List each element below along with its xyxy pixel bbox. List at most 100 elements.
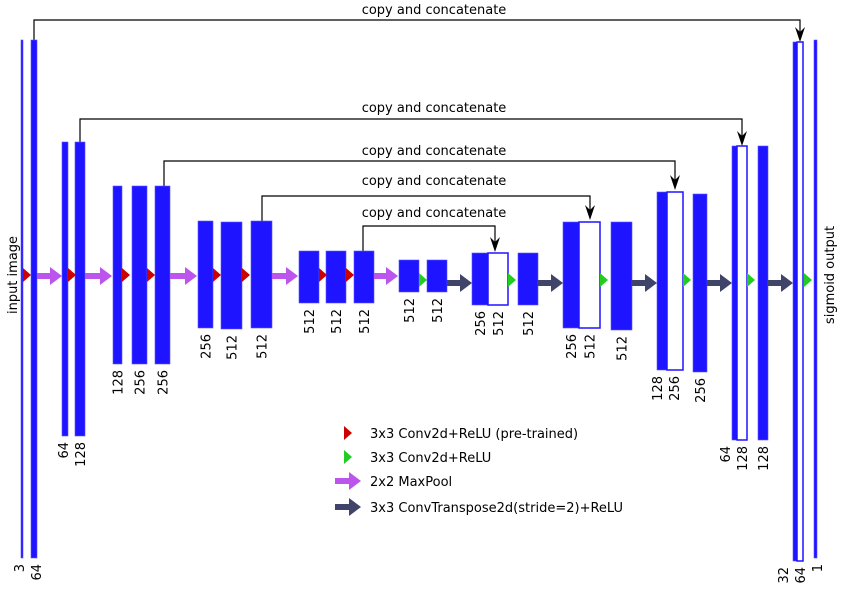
copy-concatenate-label: copy and concatenate — [362, 3, 507, 18]
magenta-arrow-icon — [349, 472, 361, 490]
channel-label: 256 — [565, 334, 580, 359]
dark-arrow-icon — [781, 274, 793, 292]
channel-label: 512 — [584, 334, 599, 359]
channel-label: 512 — [431, 298, 446, 323]
red-triangle-icon — [242, 268, 250, 282]
green-triangle-icon — [804, 273, 812, 287]
dark-arrow-icon-shaft — [447, 280, 461, 286]
skip-connection-line — [163, 160, 676, 186]
feature-block — [426, 259, 448, 293]
feature-block — [131, 185, 148, 365]
channel-label: 128 — [651, 376, 666, 401]
channel-label: 512 — [256, 334, 271, 359]
channel-label: 512 — [616, 336, 631, 361]
magenta-arrow-icon-shaft — [85, 273, 101, 279]
feature-block — [250, 220, 273, 329]
green-triangle-icon — [600, 273, 608, 287]
channel-label: 256 — [694, 378, 709, 403]
dark-arrow-icon — [460, 274, 472, 292]
legend-label: 3x3 ConvTranspose2d(stride=2)+ReLU — [370, 501, 623, 516]
channel-label: 128 — [736, 446, 751, 471]
dark-arrow-icon-shaft — [768, 280, 782, 286]
red-triangle-icon — [23, 268, 31, 282]
channel-label: 64 — [719, 446, 734, 463]
red-triangle-icon — [346, 268, 354, 282]
red-triangle-icon — [122, 268, 130, 282]
magenta-arrow-icon — [185, 267, 197, 285]
channel-label: 256 — [200, 334, 215, 359]
skip-connection-line — [79, 118, 743, 142]
dark-arrow-icon-shaft — [707, 280, 721, 286]
feature-block — [220, 221, 243, 330]
dark-arrow-icon-shaft — [632, 280, 646, 286]
concat-block — [736, 145, 748, 441]
copy-concatenate-label: copy and concatenate — [362, 144, 507, 159]
channel-label: 1 — [811, 564, 826, 572]
copy-concatenate-label: copy and concatenate — [362, 174, 507, 189]
feature-block — [325, 250, 347, 304]
channel-label: 256 — [134, 370, 149, 395]
operation-arrows — [23, 267, 812, 292]
channel-label: 128 — [757, 446, 772, 471]
magenta-arrow-icon — [50, 267, 62, 285]
dark-arrow-icon — [551, 274, 563, 292]
feature-blocks — [20, 39, 818, 562]
concat-block — [666, 191, 684, 371]
feature-block — [471, 252, 489, 306]
channel-label: 64 — [794, 567, 809, 584]
arrowhead-icon — [795, 27, 805, 42]
feature-block — [517, 252, 539, 306]
channel-label: 256 — [474, 311, 489, 336]
feature-block — [112, 185, 123, 365]
channel-label: 512 — [492, 311, 507, 336]
red-triangle-icon — [213, 268, 221, 282]
feature-block — [813, 39, 818, 559]
magenta-arrow-icon-shaft — [37, 273, 51, 279]
legend-label: 3x3 Conv2d+ReLU (pre-trained) — [370, 427, 578, 442]
dark-arrow-icon — [349, 498, 361, 516]
arrowhead-icon — [490, 237, 500, 252]
channel-label: 64 — [57, 442, 72, 459]
feature-block — [757, 145, 769, 441]
red-triangle-icon — [147, 268, 155, 282]
legend-label: 2x2 MaxPool — [370, 475, 452, 490]
input-image-label: input image — [6, 236, 21, 314]
channel-label: 128 — [74, 442, 89, 467]
channel-label: 512 — [226, 335, 241, 360]
channel-label: 64 — [30, 564, 45, 581]
channel-label: 512 — [303, 309, 318, 334]
feature-block — [562, 221, 580, 329]
magenta-arrow-icon — [286, 267, 298, 285]
feature-block — [353, 250, 375, 304]
skip-connection-line — [362, 225, 496, 251]
channel-label: 512 — [522, 311, 537, 336]
feature-block — [61, 141, 69, 437]
copy-concatenate-label: copy and concatenate — [362, 206, 507, 221]
feature-block — [197, 220, 214, 329]
concat-block — [487, 252, 509, 306]
green-triangle-icon — [419, 273, 427, 287]
legend: 3x3 Conv2d+ReLU (pre-trained) 3x3 Conv2d+… — [335, 426, 623, 516]
red-triangle-icon — [319, 268, 327, 282]
concat-block — [796, 41, 804, 562]
feature-block — [74, 141, 86, 437]
channel-label: 512 — [403, 298, 418, 323]
magenta-arrow-icon — [386, 267, 398, 285]
feature-block — [30, 39, 38, 559]
arrowhead-icon — [670, 175, 680, 190]
legend-label: 3x3 Conv2d+ReLU — [370, 451, 491, 466]
dark-arrow-icon-shaft — [538, 280, 552, 286]
magenta-arrow-icon-shaft — [170, 273, 186, 279]
channel-label: 512 — [330, 309, 345, 334]
green-triangle-icon — [683, 273, 691, 287]
channel-label: 512 — [358, 309, 373, 334]
skip-connection-line — [261, 195, 591, 221]
green-triangle-icon — [747, 273, 755, 287]
feature-block — [20, 39, 24, 559]
magenta-arrow-icon-shaft — [272, 273, 287, 279]
magenta-arrow-icon-shaft — [374, 273, 387, 279]
green-triangle-icon — [344, 450, 352, 464]
